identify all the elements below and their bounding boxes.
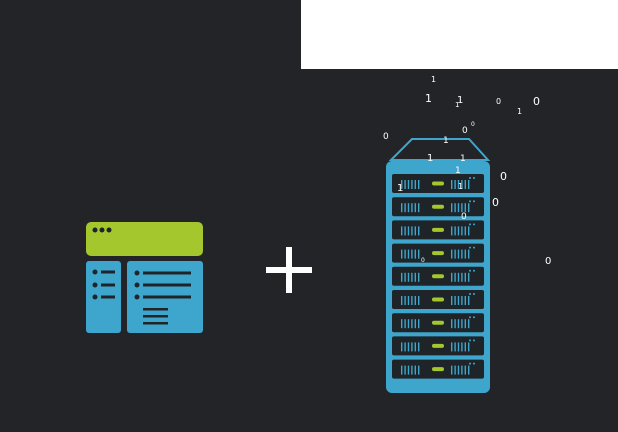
server-led bbox=[432, 204, 444, 209]
server-led bbox=[432, 181, 444, 186]
binary-digit: 1 bbox=[455, 101, 460, 109]
binary-digit: 1 bbox=[457, 95, 464, 106]
binary-digit: 1 bbox=[425, 92, 432, 105]
webpage-header-bar bbox=[86, 222, 203, 256]
server-led bbox=[432, 367, 444, 372]
server-unit bbox=[392, 313, 484, 333]
binary-digit: 1 bbox=[443, 136, 449, 146]
server-unit bbox=[392, 266, 484, 286]
server-led bbox=[432, 320, 444, 325]
binary-digit: 1 bbox=[517, 107, 523, 116]
binary-digit: 0 bbox=[421, 257, 425, 264]
server-unit bbox=[392, 290, 484, 309]
binary-digit: 0 bbox=[496, 97, 502, 106]
server-led bbox=[432, 297, 444, 302]
binary-digit: 1 bbox=[455, 166, 461, 176]
binary-digit: 0 bbox=[462, 126, 468, 136]
server-unit bbox=[392, 220, 484, 240]
server-unit bbox=[392, 243, 484, 263]
binary-digit: 0 bbox=[383, 132, 389, 142]
binary-digit: 0 bbox=[461, 212, 467, 222]
server-rack-icon bbox=[386, 138, 491, 393]
binary-digit: 1 bbox=[427, 153, 434, 164]
server-unit bbox=[392, 197, 484, 217]
binary-digit: 1 bbox=[458, 182, 464, 191]
binary-digit: 1 bbox=[431, 75, 437, 84]
binary-digit: 0 bbox=[471, 121, 475, 128]
binary-digit: 1 bbox=[460, 154, 466, 164]
server-led bbox=[432, 343, 444, 348]
server-unit bbox=[392, 336, 484, 356]
server-led bbox=[432, 251, 444, 256]
webpage-icon bbox=[86, 222, 203, 333]
binary-digit: 0 bbox=[533, 95, 540, 108]
plus-icon bbox=[266, 247, 312, 293]
server-led bbox=[432, 274, 444, 279]
binary-digit: 0 bbox=[492, 196, 499, 209]
binary-digit: 0 bbox=[500, 170, 507, 183]
binary-digit: 1 bbox=[397, 183, 404, 194]
binary-digit: 0 bbox=[545, 256, 552, 267]
server-unit bbox=[392, 359, 484, 379]
server-unit bbox=[392, 174, 484, 193]
server-led bbox=[432, 227, 444, 232]
server-top-outline bbox=[388, 138, 491, 161]
white-panel bbox=[301, 0, 618, 69]
